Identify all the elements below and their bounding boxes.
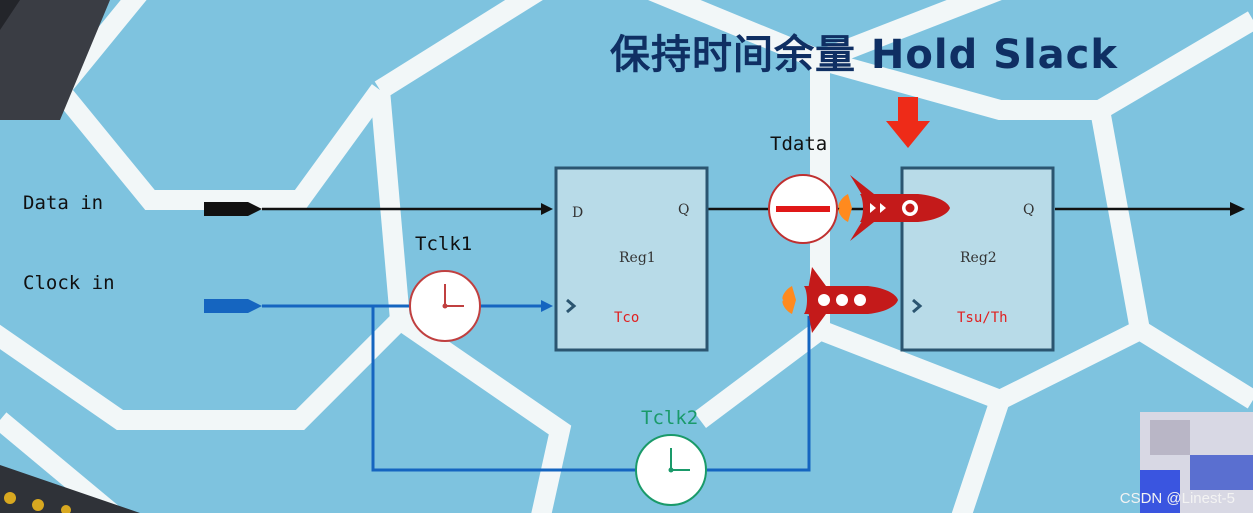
clock-input-marker <box>204 299 262 313</box>
data-arrow-to-reg1 <box>541 203 553 215</box>
data-path <box>204 202 1245 216</box>
reg1-name: Reg1 <box>619 250 656 266</box>
page-title: 保持时间余量 Hold Slack <box>610 32 1118 78</box>
reg1-timing: Tco <box>614 310 640 326</box>
watermark-pixel-block <box>1140 412 1253 513</box>
chip-decoration-top-left <box>0 0 110 120</box>
reg1-d-pin: D <box>572 205 584 221</box>
clock-in-label: Clock in <box>23 272 115 294</box>
clock-path <box>204 299 811 472</box>
reg2-timing: Tsu/Th <box>957 310 1008 326</box>
clock-input-triangle-icon <box>566 298 577 314</box>
data-input-marker <box>204 202 262 216</box>
data-output-arrow <box>1230 202 1245 216</box>
tdata-label: Tdata <box>770 133 828 155</box>
tclk1-clock-icon <box>409 270 481 342</box>
down-arrow-icon <box>886 97 930 148</box>
rocket-icon-clock <box>782 267 898 333</box>
watermark: CSDN @Linest-5 <box>1119 490 1235 507</box>
reg1-q-pin: Q <box>678 202 690 218</box>
clock-input-triangle-icon <box>912 298 923 314</box>
chip-decoration-bottom-left <box>0 465 140 513</box>
rocket-icon-data <box>838 175 950 241</box>
tdata-delay-circle-icon <box>768 174 838 244</box>
reg2-name: Reg2 <box>960 250 997 266</box>
reg2-q-pin: Q <box>1023 202 1035 218</box>
data-in-label: Data in <box>23 192 104 214</box>
reg1-box <box>554 166 709 352</box>
tclk1-label: Tclk1 <box>415 233 473 255</box>
tclk2-clock-icon <box>635 434 707 506</box>
tclk2-label: Tclk2 <box>641 407 699 429</box>
